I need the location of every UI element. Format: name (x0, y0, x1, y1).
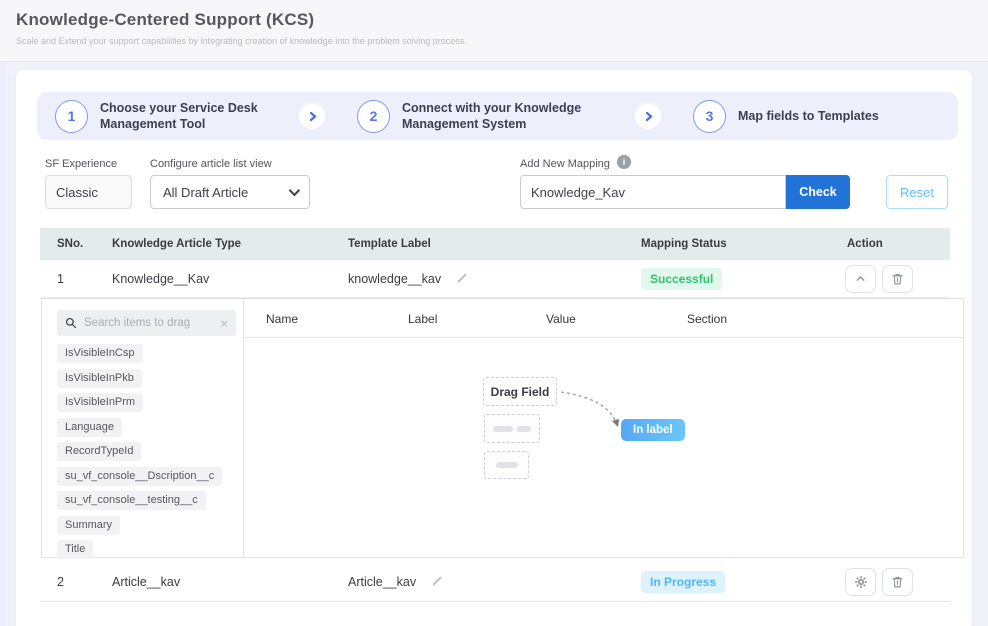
placeholder-box (484, 414, 540, 443)
drag-field-chip[interactable]: Title (57, 540, 94, 559)
col-label: Label (408, 311, 438, 326)
row-status: In Progress (641, 562, 726, 601)
drag-field-chip[interactable]: su_vf_console__testing__c (57, 491, 206, 510)
step-separator-chevron-icon (635, 103, 661, 129)
template-label-text: knowledge__kav (348, 271, 442, 286)
col-value: Value (546, 311, 576, 326)
row-sno: 2 (57, 574, 64, 589)
left-edge-strip (0, 62, 6, 626)
drag-field-chip[interactable]: IsVisibleInPrm (57, 393, 144, 412)
draggable-field-list: IsVisibleInCsp IsVisibleInPkb IsVisibleI… (57, 344, 223, 559)
step-map-fields[interactable]: 3 Map fields to Templates (693, 92, 888, 140)
chevron-down-icon (288, 184, 301, 197)
status-badge: In Progress (641, 570, 726, 593)
edit-pencil-icon[interactable] (430, 575, 443, 588)
row-status: Successful (641, 260, 723, 297)
drag-field-chip[interactable]: RecordTypeId (57, 442, 142, 461)
sf-experience-field[interactable] (45, 175, 132, 209)
row-actions (845, 260, 919, 297)
page-subtitle: Scale and Extend your support capabiliti… (16, 36, 467, 46)
placeholder-pill (517, 425, 531, 432)
mapping-columns-header: Name Label Value Section Action (244, 299, 964, 338)
table-row: 1 Knowledge__Kav knowledge__kav Successf… (40, 260, 950, 298)
info-icon[interactable]: i (617, 155, 631, 169)
col-section: Section (687, 311, 728, 326)
col-template-label: Template Label (348, 238, 431, 250)
col-name: Name (266, 311, 299, 326)
step-choose-service-desk[interactable]: 1 Choose your Service Desk Management To… (55, 92, 300, 140)
row-template-label: knowledge__kav (348, 260, 468, 297)
trash-icon (892, 273, 903, 284)
drag-field-chip[interactable]: IsVisibleInPkb (57, 368, 142, 388)
step-number-circle: 2 (357, 99, 390, 133)
col-article-type: Knowledge Article Type (112, 238, 242, 250)
row-article-type: Article__kav (112, 574, 181, 589)
chevron-up-icon (856, 276, 865, 281)
edit-pencil-icon[interactable] (455, 272, 468, 285)
mapping-table-header: SNo. Knowledge Article Type Template Lab… (40, 228, 950, 260)
article-list-view-label: Configure article list view (150, 158, 272, 170)
col-mapping-status: Mapping Status (641, 238, 727, 250)
delete-row-button[interactable] (882, 567, 913, 596)
row-article-type: Knowledge__Kav (112, 271, 210, 286)
step-separator-chevron-icon (299, 103, 325, 129)
sf-experience-label: SF Experience (45, 158, 118, 170)
col-sno: SNo. (57, 238, 84, 250)
search-icon (65, 317, 77, 329)
check-button[interactable]: Check (786, 175, 850, 209)
page-header: Knowledge-Centered Support (KCS) Scale a… (0, 0, 988, 62)
wizard-stepper: 1 Choose your Service Desk Management To… (37, 92, 958, 140)
settings-button[interactable] (845, 567, 876, 596)
step-number-circle: 1 (55, 99, 88, 133)
drop-target-chip: In label (621, 419, 685, 441)
draggable-fields-pane: × IsVisibleInCsp IsVisibleInPkb IsVisibl… (42, 299, 244, 559)
article-list-view-value: All Draft Article (163, 184, 249, 200)
field-search-box: × (57, 310, 236, 336)
drag-field-chip[interactable]: Summary (57, 515, 121, 535)
gear-icon (854, 575, 867, 588)
status-badge: Successful (641, 267, 723, 290)
step-label: Choose your Service Desk Management Tool (100, 100, 258, 131)
placeholder-box (484, 451, 529, 479)
template-label-text: Article__kav (348, 574, 417, 589)
add-mapping-label: Add New Mapping (520, 158, 610, 170)
drag-field-chip[interactable]: Language (57, 417, 122, 437)
main-card: 1 Choose your Service Desk Management To… (16, 70, 972, 626)
page-title: Knowledge-Centered Support (KCS) (16, 10, 315, 29)
step-connect-knowledge-system[interactable]: 2 Connect with your Knowledge Management… (357, 92, 617, 140)
trash-icon (892, 576, 903, 587)
collapse-row-button[interactable] (845, 264, 876, 293)
placeholder-pill (493, 425, 513, 432)
row-template-label: Article__kav (348, 562, 443, 601)
step-label: Map fields to Templates (738, 108, 879, 123)
drag-field-chip[interactable]: IsVisibleInCsp (57, 344, 143, 363)
article-list-view-select[interactable]: All Draft Article (150, 175, 310, 209)
table-row: 2 Article__kav Article__kav In Progress (40, 562, 950, 602)
add-mapping-input[interactable] (520, 175, 786, 209)
step-label: Connect with your Knowledge Management S… (402, 100, 582, 131)
row-actions (845, 562, 919, 601)
col-action: Action (847, 238, 883, 250)
search-input[interactable] (84, 317, 221, 329)
reset-button[interactable]: Reset (886, 175, 948, 209)
delete-row-button[interactable] (882, 264, 913, 293)
drag-field-chip[interactable]: su_vf_console__Dscription__c (57, 466, 223, 486)
close-icon[interactable]: × (220, 315, 228, 331)
row-sno: 1 (57, 271, 64, 286)
field-mapping-panel: × IsVisibleInCsp IsVisibleInPkb IsVisibl… (41, 298, 964, 559)
placeholder-pill (495, 462, 518, 468)
drag-field-hint-box: Drag Field (483, 377, 557, 406)
step-number-circle: 3 (693, 99, 726, 133)
